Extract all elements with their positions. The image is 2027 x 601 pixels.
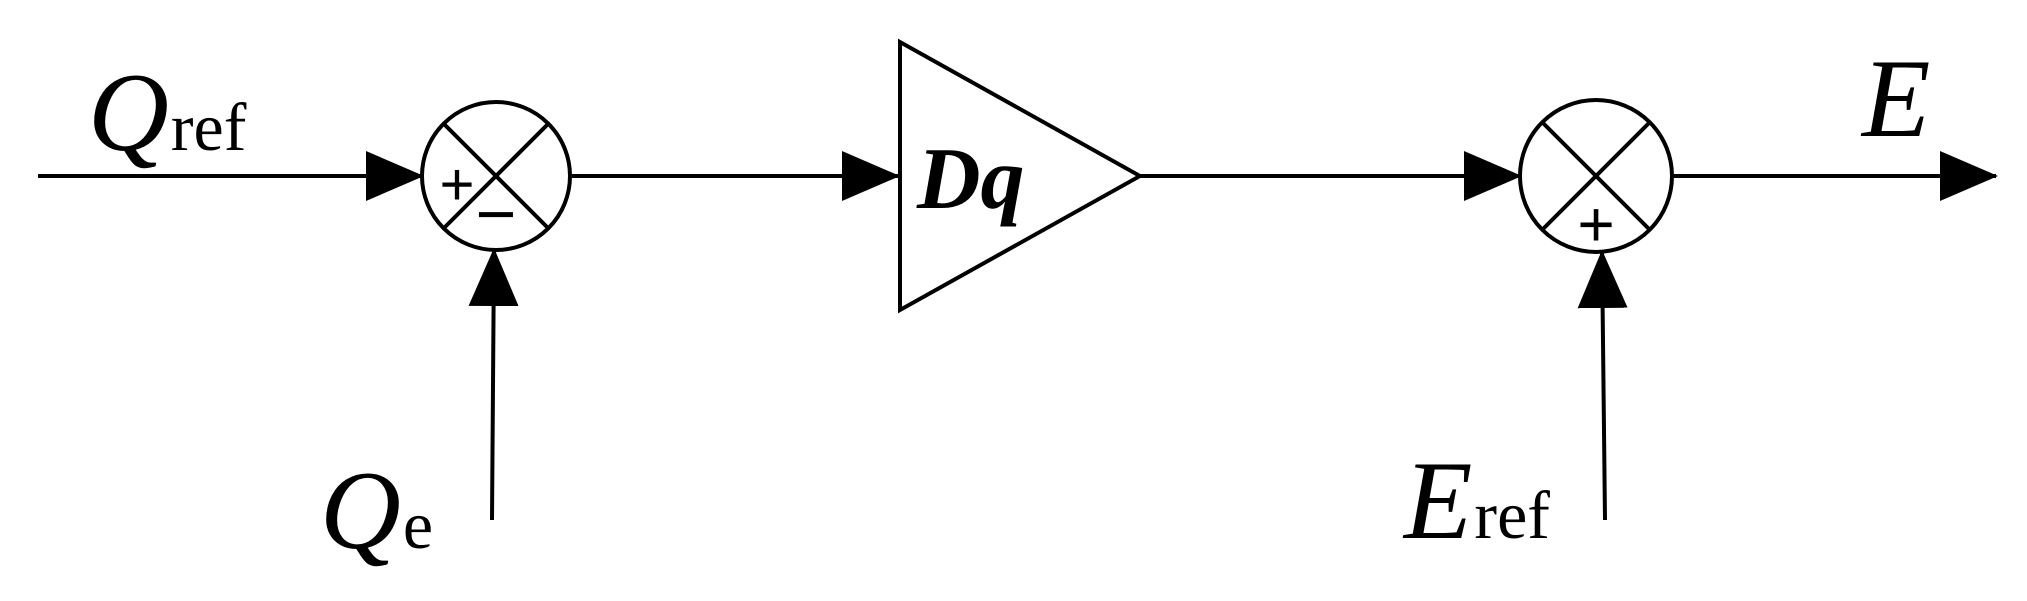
gain-block-dq: Dq [898, 38, 1145, 314]
qe-label: Qe [320, 449, 433, 573]
summer2-plus-sign: + [1577, 188, 1614, 260]
summer1-minus-sign: − [476, 175, 517, 253]
summing-junction-2: + [1518, 98, 1674, 260]
summer1-plus-sign: + [439, 151, 474, 218]
qe-feedback-line [468, 248, 519, 521]
eref-input-line [1577, 250, 1628, 521]
e-output-label: E [1860, 37, 1930, 161]
gain-block-label: Dq [916, 131, 1025, 228]
eref-label: Eref [1402, 439, 1550, 563]
summing-junction-1: + − [420, 100, 572, 253]
qref-label: Qref [88, 51, 247, 175]
